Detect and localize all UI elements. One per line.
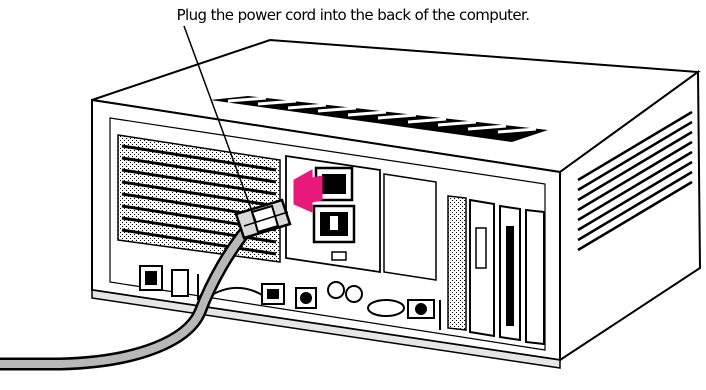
voltage-switch: [332, 252, 346, 260]
